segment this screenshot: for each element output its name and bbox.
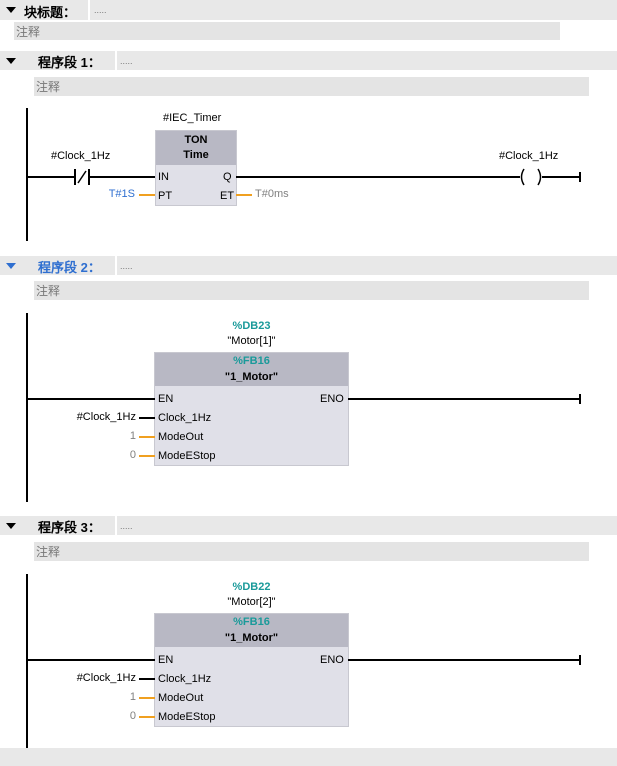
network-3-title-field[interactable]: ..... bbox=[120, 521, 133, 531]
fb-number: %FB16 bbox=[233, 355, 270, 367]
pin-in: IN bbox=[158, 171, 169, 183]
fb-name: "1_Motor" bbox=[224, 371, 279, 383]
pin-en: EN bbox=[158, 393, 174, 405]
pin-clock-1hz: Clock_1Hz bbox=[158, 673, 212, 685]
network-2-comment-text: 注释 bbox=[36, 284, 61, 298]
modeout-value[interactable]: 1 bbox=[129, 691, 136, 703]
clock-value[interactable]: #Clock_1Hz bbox=[76, 672, 136, 684]
db-name[interactable]: "Motor[1]" bbox=[227, 335, 276, 347]
contact-right-bar bbox=[88, 169, 90, 185]
pin-modeestop: ModeEStop bbox=[158, 450, 216, 462]
network-3-eno-wire bbox=[348, 659, 579, 661]
network-1-end-tick bbox=[579, 172, 581, 182]
network-3-comment-field[interactable]: 注释 bbox=[34, 542, 589, 561]
pin-modeout: ModeOut bbox=[158, 692, 204, 704]
network-1-title-field[interactable]: ..... bbox=[120, 56, 133, 66]
modeestop-value[interactable]: 0 bbox=[129, 449, 136, 461]
db-name[interactable]: "Motor[2]" bbox=[227, 596, 276, 608]
ton-timer-box[interactable]: TON Time IN Q PT ET bbox=[155, 130, 237, 206]
modeestop-connector bbox=[139, 716, 155, 718]
network-3-power-rail bbox=[26, 574, 28, 748]
timer-instance-name[interactable]: #IEC_Timer bbox=[163, 112, 222, 124]
fb-call-box[interactable]: %FB16 "1_Motor" EN ENO Clock_1Hz ModeOut… bbox=[154, 352, 349, 466]
pin-clock-1hz: Clock_1Hz bbox=[158, 412, 212, 424]
network-1-comment-field[interactable]: 注释 bbox=[34, 77, 589, 96]
network-1-comment-text: 注释 bbox=[36, 80, 61, 94]
pin-modeestop: ModeEStop bbox=[158, 711, 216, 723]
coil-operand[interactable]: #Clock_1Hz bbox=[499, 150, 559, 162]
modeout-value[interactable]: 1 bbox=[129, 430, 136, 442]
network-1-wire bbox=[90, 176, 155, 178]
pin-pt: PT bbox=[158, 190, 173, 202]
network-1-wire bbox=[236, 176, 520, 178]
block-title-bar bbox=[0, 0, 617, 20]
network-2-title-field[interactable]: ..... bbox=[120, 261, 133, 271]
timer-data-type: Time bbox=[183, 149, 209, 161]
network-2-end-tick bbox=[579, 394, 581, 404]
clock-connector bbox=[139, 678, 155, 680]
network-2-eno-wire bbox=[348, 398, 579, 400]
pin-eno: ENO bbox=[320, 393, 344, 405]
et-connector bbox=[236, 194, 252, 196]
network-1-header bbox=[0, 51, 617, 70]
negated-contact-icon[interactable] bbox=[76, 169, 88, 185]
network-2-title: 程序段 2： bbox=[38, 260, 101, 275]
fb-name: "1_Motor" bbox=[224, 632, 279, 644]
block-title-label: 块标题： bbox=[24, 5, 77, 20]
network-1-title: 程序段 1： bbox=[38, 55, 101, 70]
collapse-arrow-icon[interactable] bbox=[6, 7, 16, 13]
network-3-comment-text: 注释 bbox=[36, 545, 61, 559]
et-value[interactable]: T#0ms bbox=[255, 188, 289, 200]
pt-connector bbox=[139, 194, 155, 196]
network-1-power-rail bbox=[26, 108, 28, 241]
network-1-wire bbox=[26, 176, 74, 178]
network-1-collapse-arrow-icon[interactable] bbox=[6, 58, 16, 64]
network-1-wire bbox=[542, 176, 579, 178]
contact-left-bar bbox=[74, 169, 76, 185]
modeout-connector bbox=[139, 697, 155, 699]
pt-value[interactable]: T#1S bbox=[108, 188, 135, 200]
network-2-comment-field[interactable]: 注释 bbox=[34, 281, 589, 300]
fb-number: %FB16 bbox=[233, 616, 270, 628]
modeestop-value[interactable]: 0 bbox=[129, 710, 136, 722]
db-number[interactable]: %DB22 bbox=[232, 581, 271, 593]
network-3-title: 程序段 3： bbox=[38, 520, 101, 535]
network-3-end-tick bbox=[579, 655, 581, 665]
timer-type: TON bbox=[184, 134, 208, 146]
network-2-header bbox=[0, 256, 617, 275]
network-3-header bbox=[0, 516, 617, 535]
network-3-collapse-arrow-icon[interactable] bbox=[6, 523, 16, 529]
block-title-field[interactable]: ..... bbox=[94, 5, 107, 15]
pin-et: ET bbox=[220, 190, 235, 202]
pin-eno: ENO bbox=[320, 654, 344, 666]
network-3-en-wire bbox=[26, 659, 155, 661]
network-2-en-wire bbox=[26, 398, 155, 400]
pin-q: Q bbox=[223, 171, 232, 183]
block-comment-text: 注释 bbox=[16, 25, 41, 39]
fb-call-box[interactable]: %FB16 "1_Motor" EN ENO Clock_1Hz ModeOut… bbox=[154, 613, 349, 727]
modeestop-connector bbox=[139, 455, 155, 457]
contact-operand[interactable]: #Clock_1Hz bbox=[51, 150, 111, 162]
network-2-power-rail bbox=[26, 313, 28, 502]
clock-connector bbox=[139, 417, 155, 419]
clock-value[interactable]: #Clock_1Hz bbox=[76, 411, 136, 423]
coil-icon[interactable] bbox=[518, 168, 544, 186]
modeout-connector bbox=[139, 436, 155, 438]
db-number[interactable]: %DB23 bbox=[232, 320, 271, 332]
block-comment-field[interactable]: 注释 bbox=[14, 22, 560, 40]
network-2-collapse-arrow-icon[interactable] bbox=[6, 263, 16, 269]
next-network-bar bbox=[0, 748, 617, 766]
pin-en: EN bbox=[158, 654, 174, 666]
pin-modeout: ModeOut bbox=[158, 431, 204, 443]
